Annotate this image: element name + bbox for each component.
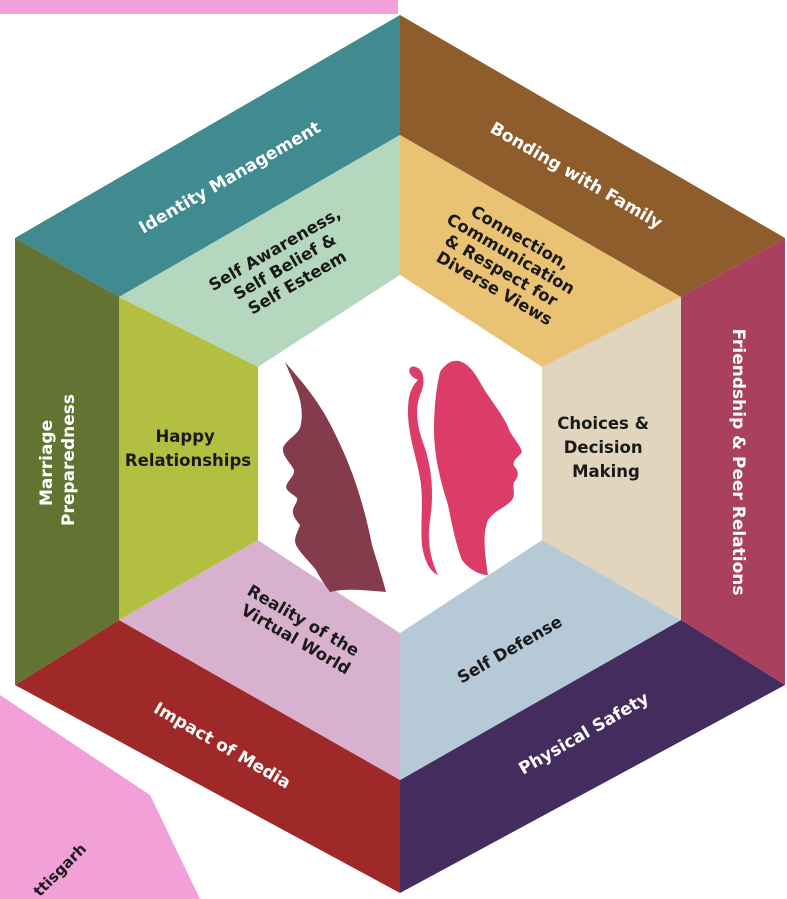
top-accent-band	[0, 0, 398, 14]
segment-happy-relationships	[119, 297, 258, 620]
segment-identity-management	[15, 15, 400, 297]
left-face-silhouette	[282, 362, 386, 592]
segment-connection-communication	[400, 135, 681, 367]
segment-self-defense	[400, 540, 681, 780]
swirl-ribbon	[408, 366, 438, 575]
segment-choices-decision-making	[542, 297, 681, 620]
segment-self-awareness	[119, 135, 400, 367]
segment-marriage-preparedness	[15, 238, 119, 685]
segment-physical-safety	[400, 620, 785, 893]
inner-ring	[119, 135, 681, 780]
bottom-left-pink-panel	[0, 695, 200, 899]
outer-ring	[15, 15, 785, 893]
segment-friendship-peer-relations	[681, 238, 785, 685]
segment-reality-virtual-world	[119, 540, 400, 780]
segment-bonding-with-family	[400, 15, 785, 297]
segment-impact-of-media	[15, 620, 400, 893]
right-face-silhouette	[434, 360, 522, 575]
label-happy-relationships: Happy Relationships	[125, 427, 251, 470]
label-friendship-peer-relations: Friendship & Peer Relations	[728, 328, 748, 595]
label-choices-decision-making: Choices & Decision Making	[557, 414, 655, 481]
label-marriage-preparedness: Marriage Preparedness	[37, 394, 79, 526]
